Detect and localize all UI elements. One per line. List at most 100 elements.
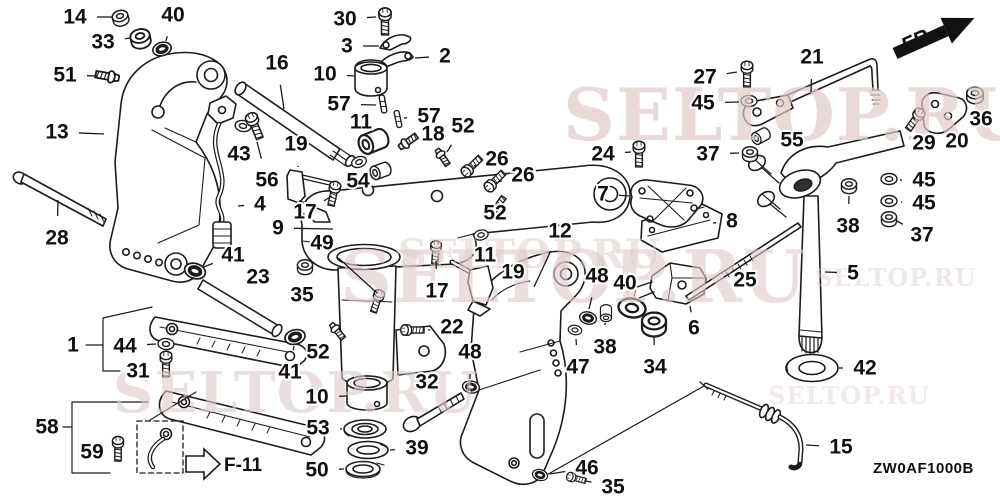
ground-lead-box [136,391,197,474]
part-code: ZW0AF1000B [873,460,974,477]
callout-label-1: 1 [67,334,79,357]
callout-label-14: 14 [63,6,87,29]
callout-label-45: 45 [912,169,936,192]
leader-line [805,444,820,447]
callout-label-6: 6 [688,317,700,340]
watermark-text: SELTOP.RU [563,72,1000,157]
fitting-part-icon [93,67,121,85]
bolt-part-icon [400,324,425,336]
watermark-text: SELTOP.RU [815,263,977,292]
callout-label-27: 27 [693,66,716,89]
leader-line [292,345,295,351]
nut-part-icon [296,259,314,276]
callout-label-37: 37 [910,224,933,247]
front-label: FR. [898,23,938,58]
callout-label-4: 4 [254,193,266,216]
leader-line [726,71,738,75]
callout-label-11: 11 [350,111,373,134]
callout-label-13: 13 [45,121,68,144]
callout-label-15: 15 [829,436,853,459]
leader-line [256,141,263,159]
leader-line [896,220,904,225]
callout-label-42: 42 [853,357,876,380]
trim-sensor [207,95,237,249]
group-bracket-line [62,401,149,474]
tilt-tube [234,81,356,168]
callout-label-7: 7 [597,183,609,206]
callout-label-21: 21 [800,46,824,69]
stern-bracket-starboard [459,250,586,486]
leader-line [165,36,168,42]
watermark-text: SELTOP.RU [768,381,930,410]
leader-line [124,37,131,40]
thrust-stack [343,375,389,479]
figure-ref-label: F-11 [224,455,262,476]
bolt-part-icon [458,152,486,180]
callout-label-54: 54 [346,170,370,193]
callout-label-17: 17 [293,201,316,224]
watermark-layer: SELTOP.RUSELTOP.RUSELTOP.RUSELTOP.RUSELT… [113,72,1000,426]
callout-label-8: 8 [726,210,738,233]
callout-label-11: 11 [474,244,497,267]
leader-line [618,194,630,197]
callout-label-31: 31 [126,360,150,383]
parts-drawing [12,34,968,486]
callout-label-37: 37 [696,143,719,166]
callout-label-28: 28 [45,227,69,250]
leader-line [366,16,377,19]
callout-label-29: 29 [912,132,935,155]
leader-line [549,470,566,475]
washer-part-icon [880,194,898,208]
stern-bracket-port [109,51,228,283]
callout-label-17: 17 [425,280,448,303]
washer-part-icon [566,323,584,337]
callout-label-10: 10 [313,63,336,86]
pin-part-icon [393,109,403,129]
leader-line [78,132,105,135]
callout-label-26: 26 [485,148,508,171]
callout-label-52: 52 [306,341,329,364]
bolt-part-icon [378,7,392,36]
callout-label-59: 59 [80,441,103,464]
callout-label-41: 41 [221,244,245,267]
callout-label-53: 53 [306,417,329,440]
washer-part-icon [880,172,898,186]
leader-line [585,480,592,483]
leader-line [203,262,213,268]
callout-label-26: 26 [511,164,534,187]
swivel-case [300,164,631,385]
swivel-shaft [798,195,823,355]
tilt-stopper-pin [535,381,804,482]
swivel-lock-lever-left [286,169,336,223]
callout-label-45: 45 [691,92,715,115]
leader-line [689,305,692,313]
callout-label-23: 23 [246,266,269,289]
callout-label-49: 49 [310,232,333,255]
callout-label-30: 30 [333,8,356,31]
callout-label-52: 52 [451,115,474,138]
figure-ref-arrow-icon [185,447,222,481]
callout-label-12: 12 [548,220,571,243]
callout-label-38: 38 [593,336,617,359]
callout-label-24: 24 [591,143,615,166]
callout-label-51: 51 [53,64,77,87]
callout-label-40: 40 [613,272,636,295]
leader-line [446,144,453,153]
fitting-part-icon [395,130,421,153]
leader-line [588,297,593,310]
group-bracket-line [85,306,153,372]
callout-label-34: 34 [643,356,667,379]
trim-rod [197,279,283,338]
callout-label-38: 38 [836,215,860,238]
watermark-text: SELTOP.RU [340,234,807,319]
front-direction-arrow [892,17,975,59]
callout-label-40: 40 [161,4,184,27]
mount-plate-upper [630,179,704,228]
mount-rod [685,222,802,301]
callout-label-3: 3 [341,35,353,58]
leader-line [414,56,430,59]
callout-label-22: 22 [440,316,463,339]
leader-line [337,257,378,294]
